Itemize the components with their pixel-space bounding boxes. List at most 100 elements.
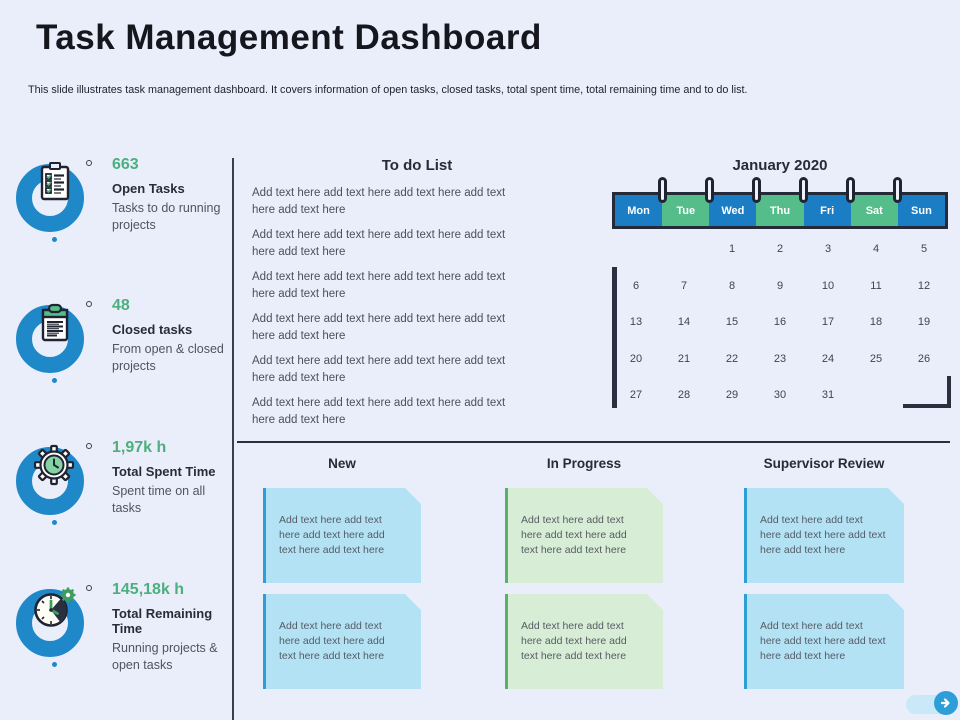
horizontal-divider (237, 441, 950, 443)
calendar-date-cell: 14 (677, 316, 691, 329)
calendar-date-cell: 20 (629, 352, 643, 365)
calendar-date-cell (612, 231, 660, 268)
calendar-accent-bar (612, 267, 617, 408)
next-button[interactable] (906, 691, 958, 715)
stat-description: Tasks to do running projects (112, 201, 221, 232)
clipboard-checklist-icon (14, 150, 98, 242)
calendar-day-header: Fri (803, 195, 851, 226)
calendar-date-cell: 28 (677, 389, 691, 402)
calendar-date-cell: 9 (776, 279, 784, 292)
calendar-date-cell: 18 (869, 316, 883, 329)
calendar-day-header: Wed (709, 195, 757, 226)
calendar-corner-mark (947, 376, 951, 408)
calendar-date-cell: 15 (725, 316, 739, 329)
calendar-date-cell: 10 (821, 279, 835, 292)
calendar-date-cell: 29 (725, 389, 739, 402)
kanban-card: Add text here add text here add text her… (744, 488, 904, 583)
kanban-column-supervisor-review: Supervisor Review Add text here add text… (744, 456, 904, 689)
stat-label: Closed tasks (112, 322, 193, 337)
kanban-card: Add text here add text here add text her… (744, 594, 904, 689)
calendar-date-cell: 13 (629, 316, 643, 329)
stat-description: Running projects & open tasks (112, 641, 218, 672)
calendar-date-cell: 25 (869, 352, 883, 365)
calendar-date-cell: 12 (917, 279, 931, 292)
arrow-right-icon (934, 691, 958, 715)
todo-title: To do List (381, 157, 453, 174)
calendar-date-cell (660, 231, 708, 268)
todo-section: To do List Add text here add text here a… (252, 157, 582, 437)
calendar-date-cell: 31 (821, 389, 835, 402)
calendar-date-cell: 23 (773, 352, 787, 365)
calendar-date-cell: 11 (870, 279, 882, 292)
calendar-corner-mark (903, 404, 951, 408)
calendar-date-cell: 19 (917, 316, 931, 329)
calendar-day-header: Sat (850, 195, 898, 226)
calendar-title: January 2020 (732, 157, 828, 174)
stat-value: 48 (112, 297, 130, 314)
kanban-column-title: In Progress (546, 456, 622, 471)
calendar-date-cell: 27 (629, 389, 643, 402)
calendar-day-header: Tue (662, 195, 710, 226)
calendar-date-cell: 5 (920, 243, 928, 256)
kanban-card: Add text here add text here add text her… (263, 594, 421, 689)
binder-ring-icon (752, 177, 761, 203)
vertical-divider (232, 158, 234, 720)
calendar-day-header-row: Mon Tue Wed Thu Fri Sat Sun (612, 192, 948, 229)
stat-total-spent-time: 1,97k h Total Spent Time Spent time on a… (14, 433, 232, 525)
stat-total-remaining-time: 145,18k h Total Remaining Time Running p… (14, 575, 232, 673)
todo-item: Add text here add text here add text her… (252, 271, 506, 301)
gear-clock-icon (14, 433, 98, 525)
calendar-date-cell: 8 (728, 279, 736, 292)
calendar-date-cell: 17 (821, 316, 835, 329)
kanban-card: Add text here add text here add text her… (263, 488, 421, 583)
kanban-card: Add text here add text here add text her… (505, 594, 663, 689)
stat-value: 663 (112, 156, 139, 173)
calendar-day-header: Sun (897, 195, 945, 226)
calendar-date-cell: 2 (776, 243, 784, 256)
clipboard-closed-icon (14, 291, 98, 383)
binder-ring-icon (846, 177, 855, 203)
calendar-date-cell: 30 (773, 389, 787, 402)
binder-ring-icon (658, 177, 667, 203)
todo-item: Add text here add text here add text her… (252, 187, 506, 217)
slide-description: This slide illustrates task management d… (28, 84, 748, 96)
kanban-card: Add text here add text here add text her… (505, 488, 663, 583)
todo-item: Add text here add text here add text her… (252, 355, 506, 385)
page-title: Task Management Dashboard (36, 18, 542, 57)
todo-item: Add text here add text here add text her… (252, 397, 506, 427)
calendar-date-cell: 21 (677, 352, 691, 365)
binder-ring-icon (705, 177, 714, 203)
binder-ring-icon (893, 177, 902, 203)
stat-closed-tasks: 48 Closed tasks From open & closed proje… (14, 291, 232, 383)
calendar-date-cell: 6 (632, 279, 640, 292)
calendar-date-cell: 4 (872, 243, 880, 256)
stat-open-tasks: 663 Open Tasks Tasks to do running proje… (14, 150, 232, 242)
calendar-date-cell (900, 377, 948, 414)
kanban-column-in-progress: In Progress Add text here add text here … (505, 456, 663, 689)
calendar-date-cell: 1 (728, 243, 736, 256)
calendar-date-cell: 3 (824, 243, 832, 256)
kanban-column-title: New (328, 456, 356, 471)
stat-value: 145,18k h (112, 581, 185, 598)
stat-description: From open & closed projects (112, 342, 224, 373)
calendar-date-cell: 24 (821, 352, 835, 365)
calendar-date-cell: 7 (680, 279, 688, 292)
stat-label: Open Tasks (112, 181, 185, 196)
kanban-column-new: New Add text here add text here add text… (263, 456, 421, 689)
todo-item: Add text here add text here add text her… (252, 313, 506, 343)
kanban-column-title: Supervisor Review (763, 456, 885, 471)
stat-label: Total Spent Time (112, 464, 216, 479)
stat-description: Spent time on all tasks (112, 484, 206, 515)
todo-list: Add text here add text here add text her… (252, 185, 582, 430)
calendar-date-cell (852, 377, 900, 414)
binder-ring-icon (799, 177, 808, 203)
stat-label: Total Remaining Time (112, 606, 213, 636)
calendar-date-cell: 26 (917, 352, 931, 365)
calendar-day-header: Mon (615, 195, 663, 226)
clock-gear-icon (14, 575, 98, 667)
calendar-date-cell: 16 (773, 316, 787, 329)
calendar-date-cell: 22 (725, 352, 739, 365)
todo-item: Add text here add text here add text her… (252, 229, 506, 259)
